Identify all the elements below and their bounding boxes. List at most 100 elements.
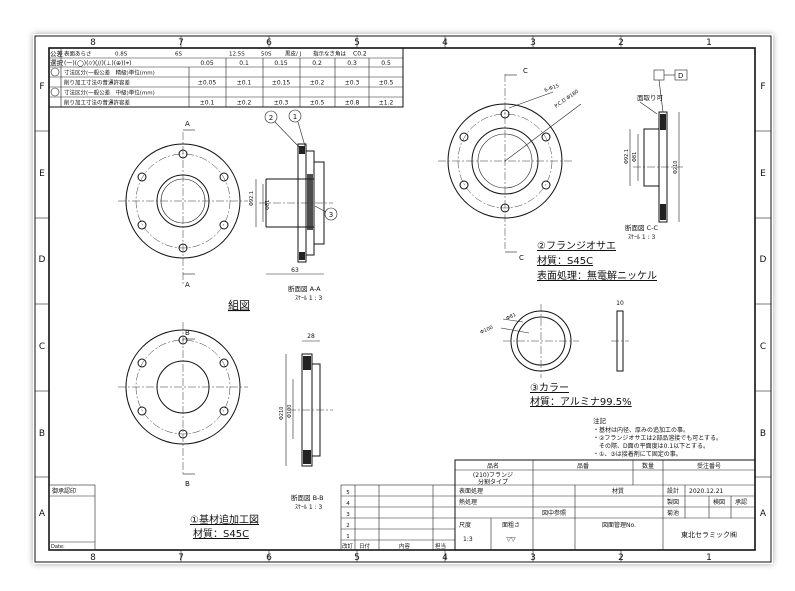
drawing-sheet: 8 7 6 5 4 3 2 1 8 7 6 5 4 3 2 1 F E D C … xyxy=(33,34,773,564)
tol-geo-4: 0.2 xyxy=(312,60,322,67)
part1-front-view xyxy=(118,322,248,475)
tol-med-2: ±0.2 xyxy=(237,100,252,107)
tb-design-date: 2020.12.21 xyxy=(689,488,724,495)
note-bevel: 面取り可 xyxy=(637,94,664,102)
dim-63: 63 xyxy=(291,267,299,274)
tol-fine-2: ±0.1 xyxy=(237,80,252,87)
zone-col-top-5: 5 xyxy=(354,38,360,48)
zone-row-left-e: E xyxy=(39,169,45,179)
tol-chamfer-value: C0.2 xyxy=(353,51,367,58)
section-cc-scale: ｽｹｰﾙ 1 : 3 xyxy=(628,234,656,241)
section-cc-label: 断面図 C-C xyxy=(625,223,658,232)
dim-d81-flange: Φ81 xyxy=(632,152,638,162)
title-block xyxy=(454,459,756,551)
tol-finish-3: 12.5S xyxy=(229,52,245,58)
approval-box xyxy=(48,484,96,551)
dim-pcd: P.C.D Φ180 xyxy=(554,89,580,110)
tol-med-4: ±0.5 xyxy=(310,100,325,107)
part2-title: ②フランジオサエ xyxy=(537,240,616,252)
zone-row-left-c: C xyxy=(39,342,45,352)
zone-col-bottom-3: 3 xyxy=(530,553,536,563)
dim-d210-base: Φ210 xyxy=(279,407,285,420)
zone-row-right-a: A xyxy=(760,509,767,519)
tb-roughness-value: ▽▽ xyxy=(506,536,516,543)
section-mark-c-top: C xyxy=(523,67,528,75)
section-mark-a-top: A xyxy=(185,120,190,128)
tol-med-1: ±0.1 xyxy=(200,100,215,107)
zone-row-right-d: D xyxy=(760,255,767,265)
notes-title: 注記 xyxy=(593,416,607,425)
dim-d100-base: Φ100 xyxy=(287,405,293,418)
tol-med-3: ±0.3 xyxy=(274,100,289,107)
dim-d100-collar: Φ100 xyxy=(479,325,494,336)
rev-date-header: 日付 xyxy=(359,542,371,550)
rev-mark-2: 2 xyxy=(346,523,350,529)
tb-roughness-label: 面粗さ xyxy=(502,521,520,529)
dim-d92: Φ92.1 xyxy=(249,191,255,206)
section-aa-label: 断面図 A-A xyxy=(288,284,321,293)
zone-col-bottom-2: 2 xyxy=(618,553,624,563)
zone-col-bottom-4: 4 xyxy=(442,553,448,563)
tol-symbols: (一)(◯)(⌭)(//)(⊥)(⊕)(⌖) xyxy=(64,60,131,67)
tol-fine-desc: 削り加工寸法の普通許容差 xyxy=(64,79,131,87)
zone-col-top-6: 6 xyxy=(266,38,272,48)
tb-company: 東北セラミック㈱ xyxy=(681,530,737,539)
zone-col-top-2: 2 xyxy=(618,38,624,48)
dim-holes: 6-Φ15 xyxy=(544,83,560,94)
part2-section-view xyxy=(629,69,688,223)
zone-col-top-7: 7 xyxy=(178,38,184,48)
tolerance-table xyxy=(48,47,404,108)
tb-number-header: 品番 xyxy=(577,463,589,470)
tol-fine-1: ±0.05 xyxy=(198,80,217,87)
part2-finish: 表面処理：無電解ニッケル xyxy=(537,269,657,282)
tb-name-header: 品名 xyxy=(487,462,499,470)
zone-col-bottom-5: 5 xyxy=(354,553,360,563)
assembly-title: 組図 xyxy=(228,299,250,312)
tol-head-2: 選択 xyxy=(50,58,64,67)
tb-surface-label: 表面処理 xyxy=(459,487,483,495)
tb-name-line-2: 分割タイプ xyxy=(478,478,508,486)
approval-date-label: Date: xyxy=(51,544,65,550)
tol-finish-4: 50S xyxy=(261,52,272,58)
tol-fine-5: ±0.3 xyxy=(345,80,360,87)
tb-drafting-label: 製図 xyxy=(667,498,679,506)
zone-col-bottom-6: 6 xyxy=(266,553,272,563)
assembly-front-view xyxy=(118,129,248,284)
part2-front-view xyxy=(438,74,582,253)
section-mark-a-bottom: A xyxy=(185,281,190,289)
tb-design-label: 設計 xyxy=(667,487,679,495)
zone-row-left-b: B xyxy=(39,429,45,439)
tol-geo-5: 0.3 xyxy=(347,60,357,67)
zone-col-top-8: 8 xyxy=(90,38,96,48)
datum-d: D xyxy=(678,72,683,80)
zone-col-top-1: 1 xyxy=(706,38,712,48)
technical-drawing: 8 7 6 5 4 3 2 1 8 7 6 5 4 3 2 1 F E D C … xyxy=(34,35,772,563)
tb-scale-value: 1:3 xyxy=(463,536,473,543)
part1-section-view xyxy=(285,340,333,467)
rev-by-header: 担当 xyxy=(435,542,446,550)
balloon-2: 2 xyxy=(269,114,273,122)
tol-geo-1: 0.05 xyxy=(200,60,214,67)
zone-row-right-e: E xyxy=(760,169,766,179)
tb-scale-label: 尺度 xyxy=(459,521,471,529)
tb-name-line-1: (210)フランジ xyxy=(473,472,513,479)
rev-mark-4: 4 xyxy=(346,501,350,507)
note-line-2: ・②フランジオサエは2部品溶接でも可とする。 xyxy=(593,434,722,442)
zone-col-top-3: 3 xyxy=(530,38,536,48)
note-line-1: ・基材は内径、厚みの追加工の事。 xyxy=(593,426,689,434)
rev-mark-3: 3 xyxy=(346,512,350,518)
section-aa-scale: ｽｹｰﾙ 1 : 3 xyxy=(295,295,323,302)
part3-front-view xyxy=(500,304,579,378)
tb-order-header: 受注番号 xyxy=(697,462,721,470)
zone-row-right-c: C xyxy=(760,342,766,352)
note-line-3: その際、D面の平面度は0.1以下とする。 xyxy=(593,442,709,450)
dim-10: 10 xyxy=(616,300,624,307)
tb-qty-header: 数量 xyxy=(642,462,654,470)
revision-table xyxy=(340,484,456,551)
zone-col-top-4: 4 xyxy=(442,38,448,48)
tb-material-value: 図中参照 xyxy=(542,509,566,517)
tb-material-label: 材質 xyxy=(612,487,624,495)
part3-side-view xyxy=(611,310,629,372)
outer-frame xyxy=(34,35,772,563)
tol-med-6: ±1.2 xyxy=(379,100,394,107)
